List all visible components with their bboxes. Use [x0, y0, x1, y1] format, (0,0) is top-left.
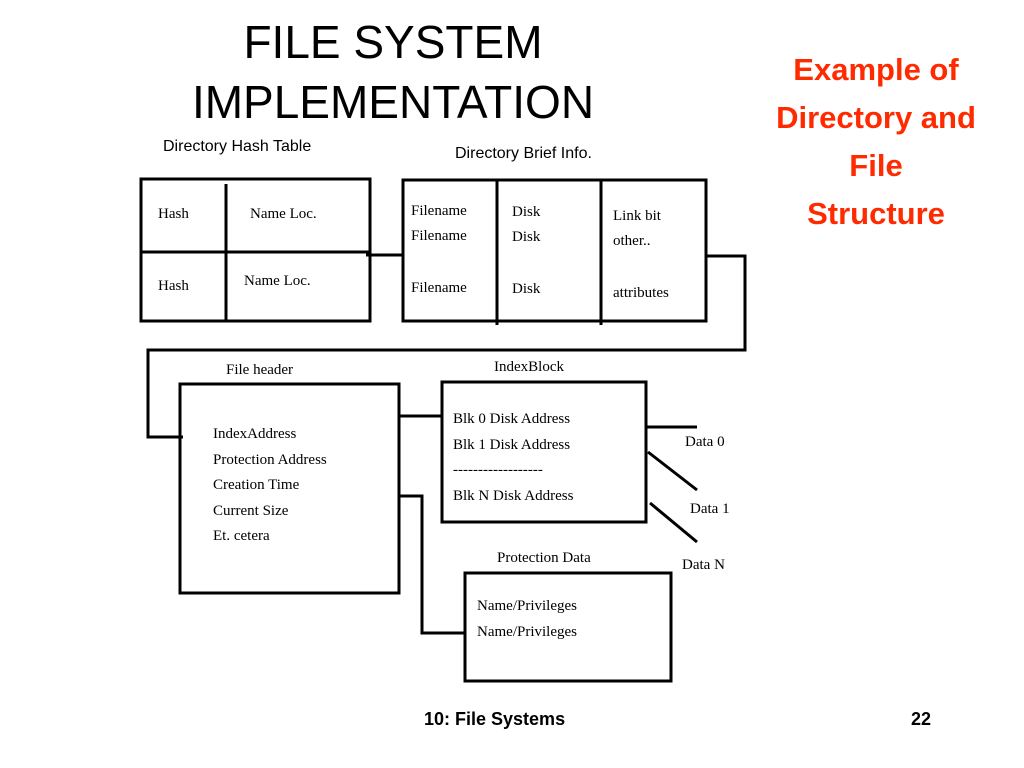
data-label-0: Data 0 [685, 434, 725, 450]
disk-2: Disk [512, 229, 541, 245]
file-header-field: Creation Time [213, 477, 300, 493]
connector-header-to-protection [399, 494, 465, 635]
callout-text: Example of Directory and File Structure [742, 46, 1010, 238]
filename-3: Filename [411, 280, 467, 296]
brief-info-box [401, 178, 708, 323]
connector-brief-to-file-header [146, 254, 747, 439]
attr-1: Link bit [613, 208, 661, 224]
file-header-field: Et. cetera [213, 528, 270, 544]
name-loc-cell-1: Name Loc. [250, 206, 317, 222]
slide-title-line-1: FILE SYSTEM [243, 16, 543, 68]
index-block-row: ------------------ [453, 462, 543, 478]
disk-1: Disk [512, 204, 541, 220]
protection-row: Name/Privileges [477, 624, 577, 640]
file-header-caption: File header [226, 362, 294, 378]
footer-title: 10: File Systems [424, 709, 566, 729]
hash-cell-1: Hash [158, 206, 189, 222]
protection-data-caption: Protection Data [497, 550, 591, 566]
data-label-1: Data 1 [690, 501, 730, 517]
data-label-n: Data N [682, 557, 725, 573]
callout-line-4: Structure [807, 196, 945, 231]
file-header-field: IndexAddress [213, 426, 297, 442]
protection-data-box [463, 571, 673, 683]
protection-row: Name/Privileges [477, 598, 577, 614]
index-block-row: Blk 1 Disk Address [453, 437, 571, 453]
hash-cell-2: Hash [158, 278, 189, 294]
hash-table-caption: Directory Hash Table [163, 138, 312, 155]
filename-1: Filename [411, 203, 467, 219]
hash-table-box [139, 177, 372, 323]
slide-title-line-2: IMPLEMENTATION [191, 76, 595, 128]
filename-2: Filename [411, 228, 467, 244]
disk-3: Disk [512, 281, 541, 297]
attr-2: other.. [613, 233, 651, 249]
callout-line-3: File [849, 148, 903, 183]
index-block-caption: IndexBlock [494, 359, 564, 375]
callout-line-1: Example of [793, 52, 959, 87]
brief-info-caption: Directory Brief Info. [455, 145, 592, 162]
footer-page-number: 22 [911, 709, 932, 729]
pointer-data-n [649, 501, 698, 544]
index-block-row: Blk 0 Disk Address [453, 411, 571, 427]
file-header-field: Protection Address [213, 452, 327, 468]
index-block-row: Blk N Disk Address [453, 488, 574, 504]
callout-line-2: Directory and [776, 100, 976, 135]
file-header-box [178, 382, 401, 595]
attr-3: attributes [613, 285, 669, 301]
name-loc-cell-2: Name Loc. [244, 273, 311, 289]
pointer-data-1 [647, 450, 698, 492]
file-header-field: Current Size [213, 503, 289, 519]
index-block-box [440, 380, 648, 524]
